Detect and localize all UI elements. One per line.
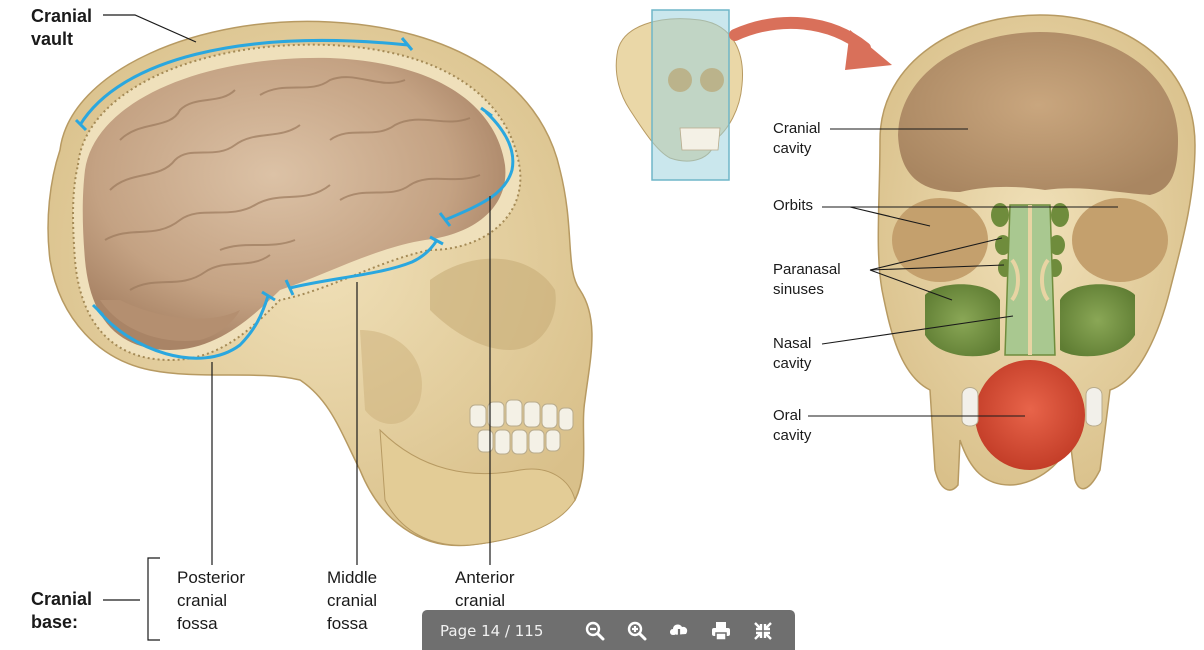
orientation-skull (615, 9, 743, 181)
label-orbits: Orbits (773, 197, 814, 214)
zygomatic-shape (360, 330, 422, 424)
zoom-out-button[interactable] (583, 619, 607, 643)
label-line: Cranial (31, 6, 93, 26)
download-icon (670, 624, 688, 641)
posterior-fossa-line (96, 295, 270, 360)
exit-fullscreen-button[interactable] (751, 619, 775, 643)
print-icon (712, 622, 730, 641)
label-oral-cavity: Oral cavity (773, 406, 811, 446)
brain-gyri (104, 76, 481, 291)
label-line: cranial (455, 591, 506, 610)
brain (82, 57, 506, 350)
label-line: sinuses (773, 281, 824, 298)
label-line: cavity (773, 355, 812, 372)
label-line: vault (31, 29, 74, 49)
label-nasal-cavity: Nasal cavity (773, 334, 811, 374)
label-line: Cranial (773, 120, 821, 137)
print-button[interactable] (709, 619, 733, 643)
label-line: cranial (327, 591, 378, 610)
fossa-lines (74, 37, 515, 360)
label-line: cavity (773, 140, 812, 157)
cranial-vault-line (78, 39, 409, 126)
exit-fullscreen-icon (754, 622, 772, 640)
label-line: fossa (177, 614, 218, 633)
middle-fossa-line (289, 239, 439, 290)
label-line: Middle (327, 568, 378, 587)
label-posterior-fossa: Posterior cranial fossa (177, 566, 245, 635)
label-line: cavity (773, 427, 812, 444)
label-line: cranial (177, 591, 228, 610)
zoom-in-button[interactable] (625, 619, 649, 643)
label-line: Cranial (31, 589, 93, 609)
orbit-shape (430, 258, 556, 350)
anterior-fossa-line (444, 110, 515, 222)
label-line: Nasal (773, 335, 812, 352)
lateral-skull (47, 14, 593, 641)
label-cranial-vault: Cranial vault (31, 5, 92, 51)
zoom-in-icon (627, 621, 647, 641)
pdf-toolbar: Page 14 / 115 (422, 610, 795, 650)
label-line: Posterior (177, 568, 246, 587)
label-line: Paranasal (773, 261, 841, 278)
label-line: Oral (773, 407, 802, 424)
label-cranial-cavity: Cranial cavity (773, 119, 821, 159)
label-cranial-base: Cranial base: (31, 588, 92, 634)
page-indicator: Page 14 / 115 (440, 622, 544, 640)
label-middle-fossa: Middle cranial fossa (327, 566, 377, 635)
cerebellum (100, 300, 240, 341)
view-arrow (729, 16, 892, 70)
label-line: fossa (327, 614, 368, 633)
download-button[interactable] (667, 619, 691, 643)
label-line: base: (31, 612, 79, 632)
zoom-out-icon (585, 621, 605, 641)
mandible-shape (379, 428, 576, 546)
label-line: Anterior (455, 568, 515, 587)
frontal-section (808, 14, 1196, 491)
label-paranasal-sinuses: Paranasal sinuses (773, 260, 841, 300)
teeth (469, 399, 574, 455)
leader-lines (103, 14, 491, 641)
